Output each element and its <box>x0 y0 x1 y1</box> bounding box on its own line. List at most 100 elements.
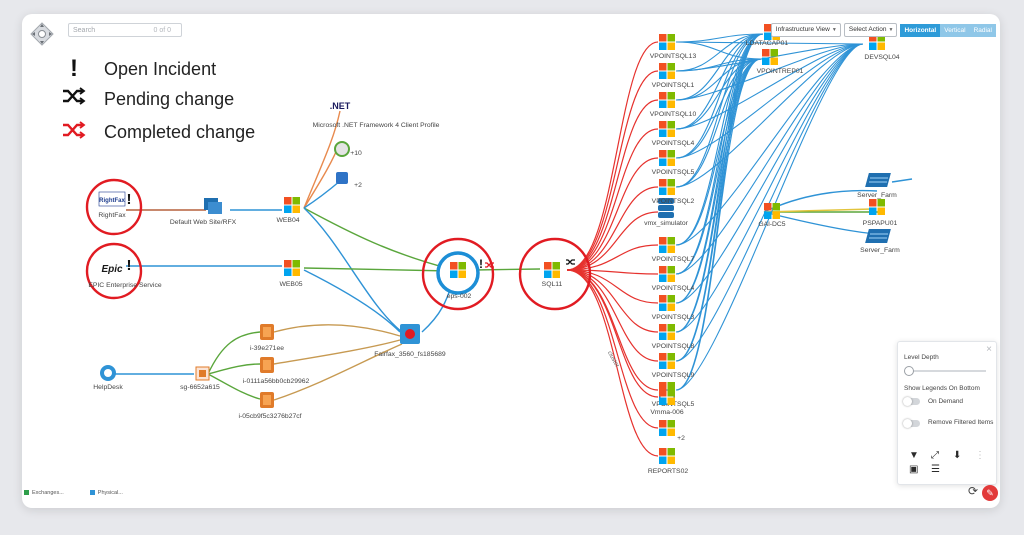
view-select[interactable]: Infrastructure View ▼ <box>770 23 841 37</box>
helpdesk-node[interactable]: HelpDesk <box>93 365 123 391</box>
server-farm-1-label: Server_Farm <box>857 192 897 199</box>
plus2a-node[interactable]: +2 <box>336 172 362 189</box>
remove-filtered-toggle[interactable] <box>903 418 920 428</box>
expand-icon[interactable]: ⤢ <box>931 450 939 461</box>
vpoint-node[interactable]: VPOINTSQL5 <box>652 150 695 176</box>
web05-node[interactable]: WEB05 <box>279 260 303 288</box>
action-select-value: Select Action <box>848 26 887 33</box>
search-count: 0 of 0 <box>153 27 171 34</box>
i39-node[interactable]: i-39e271ee <box>250 324 284 352</box>
eps002-incident-ring <box>421 237 495 311</box>
layout-radial-button[interactable]: Radial <box>969 23 996 37</box>
vpoint-label: VPOINTSQL9 <box>652 372 695 379</box>
vmx-node[interactable]: vmx_simulator <box>644 198 689 227</box>
fan-edge <box>566 99 659 271</box>
edit-fab-button[interactable]: ✎ <box>982 485 998 501</box>
rightfax-node[interactable]: RightFax ! RightFax <box>98 191 131 219</box>
web05-label: WEB05 <box>279 281 302 288</box>
gal-node[interactable]: GAl-DC5 <box>758 203 786 228</box>
footer-legend-1-label: Exchanges... <box>32 490 64 496</box>
epic-node[interactable]: Epic ! EPIC Enterprise Service <box>88 257 162 289</box>
eps002-node[interactable]: ! eps-002 <box>447 257 494 300</box>
topology-graph[interactable]: ! Open Incident Pending change Completed… <box>22 14 1000 508</box>
cluster-edge <box>675 43 864 159</box>
vpoint-node[interactable]: VPOINTSQL8 <box>652 324 695 350</box>
vpointrep-label: VPOINTREP01 <box>757 68 804 75</box>
download-icon[interactable]: ⬇ <box>953 450 962 461</box>
plus2b-node[interactable]: +2 <box>659 420 685 442</box>
save-icon[interactable]: ▣ <box>909 464 919 475</box>
fan-edge <box>566 269 659 429</box>
fan-edge <box>566 211 659 271</box>
server-farm-1-node[interactable]: Server_Farm <box>857 172 897 199</box>
vpoint-node[interactable]: VPOINTSQL4 <box>652 121 695 147</box>
layout-horizontal-button[interactable]: Horizontal <box>900 23 941 37</box>
cluster-edge <box>675 43 864 101</box>
level-depth-label: Level Depth <box>904 354 939 361</box>
vpoint-label: VPOINTSQL8 <box>652 343 695 350</box>
vpoint-label: VPOINTSQL3 <box>652 314 695 321</box>
server-farm-2-node[interactable]: Server_Farm <box>860 228 900 254</box>
legend-swatch <box>89 490 95 496</box>
vpoint-node[interactable]: VPOINTSQL2 <box>652 179 695 205</box>
default-web-node[interactable]: Default Web Site/RFX <box>170 198 237 226</box>
filter-icon[interactable]: ▼ <box>909 450 919 461</box>
fan-edge <box>566 244 659 271</box>
level-depth-slider-knob[interactable] <box>904 366 914 376</box>
search-input[interactable]: Search 0 of 0 <box>68 23 182 37</box>
pspapu01-node[interactable]: PSPAPU01 <box>863 199 898 227</box>
fan-edge <box>566 269 659 304</box>
pending-change-icon <box>63 87 86 105</box>
i05-node[interactable]: i-05cb9f5c3276b27cf <box>238 392 302 420</box>
close-icon[interactable]: × <box>986 344 992 355</box>
plus2a-label: +2 <box>354 182 362 189</box>
more-icon[interactable]: ⋮ <box>975 450 985 461</box>
footer-legend-item-1[interactable]: Exchanges... <box>24 490 64 496</box>
vpoint-label: VPOINTSQL5 <box>652 169 695 176</box>
refresh-icon[interactable]: ⟳ <box>967 484 978 498</box>
footer-legend-item-2[interactable]: Physical... <box>89 490 123 496</box>
cluster-edge <box>675 58 762 246</box>
vpoint-node[interactable]: VPOINTSQL9 <box>652 353 695 379</box>
cluster-edge <box>675 58 762 159</box>
vpoint-node[interactable]: VPOINTSQL1 <box>652 63 695 89</box>
sg-node[interactable]: sg-6652a615 <box>180 366 220 391</box>
netfx-node[interactable]: .NET Microsoft .NET Framework 4 Client P… <box>313 101 440 129</box>
epic-incident-ring <box>85 242 143 300</box>
vpoint-node[interactable]: VPOINTSQL3 <box>652 295 695 321</box>
vpoint-node[interactable]: VPOINTSQL7 <box>652 237 695 263</box>
reports02-node[interactable]: REPORTS02 <box>648 448 689 475</box>
i01-node[interactable]: i-0111a56bb0cb29962 <box>243 357 310 385</box>
topology-canvas[interactable]: ! Open Incident Pending change Completed… <box>22 14 1000 508</box>
vpoint-node[interactable]: VPOINTSQL4 <box>652 266 695 292</box>
on-demand-toggle[interactable] <box>903 396 920 406</box>
cluster-edge <box>675 43 864 362</box>
cluster-edge-label: cluster <box>606 350 620 368</box>
datacap-node[interactable]: LDATACAP01 <box>746 24 789 47</box>
fan-edge <box>566 269 659 457</box>
level-depth-slider[interactable] <box>906 370 986 372</box>
list-icon[interactable]: ☰ <box>931 464 940 475</box>
plus2b-label: +2 <box>677 435 685 442</box>
vpoint-node[interactable]: VPOINTSQL10 <box>650 92 697 118</box>
pencil-icon: ✎ <box>986 488 994 498</box>
fairfax-node[interactable]: Fairfax_3560_fs185689 <box>374 324 446 358</box>
on-demand-label: On Demand <box>928 398 964 405</box>
legend-open-incident: Open Incident <box>104 59 216 79</box>
action-select[interactable]: Select Action ▼ <box>843 23 898 37</box>
layout-vertical-button[interactable]: Vertical <box>940 23 970 37</box>
pan-control[interactable] <box>30 22 54 46</box>
vpoint-label: VPOINTSQL13 <box>650 53 697 60</box>
vpointrep-node[interactable]: VPOINTREP01 <box>757 49 804 75</box>
vpoint-node[interactable]: VPOINTSQL13 <box>650 34 697 60</box>
web04-node[interactable]: WEB04 <box>276 197 300 224</box>
fan-edge <box>566 269 659 362</box>
plus10-node[interactable]: +10 <box>334 141 362 157</box>
cluster-edge <box>675 43 864 275</box>
vmware-node[interactable]: Vmma-006 <box>650 389 684 416</box>
fan-edge <box>566 269 659 391</box>
datacap-label: LDATACAP01 <box>746 40 789 47</box>
rightfax-incident-ring <box>85 178 143 236</box>
sql11-node[interactable]: SQL11 <box>542 259 575 288</box>
devsql04-node[interactable]: DEVSQL04 <box>864 34 900 61</box>
